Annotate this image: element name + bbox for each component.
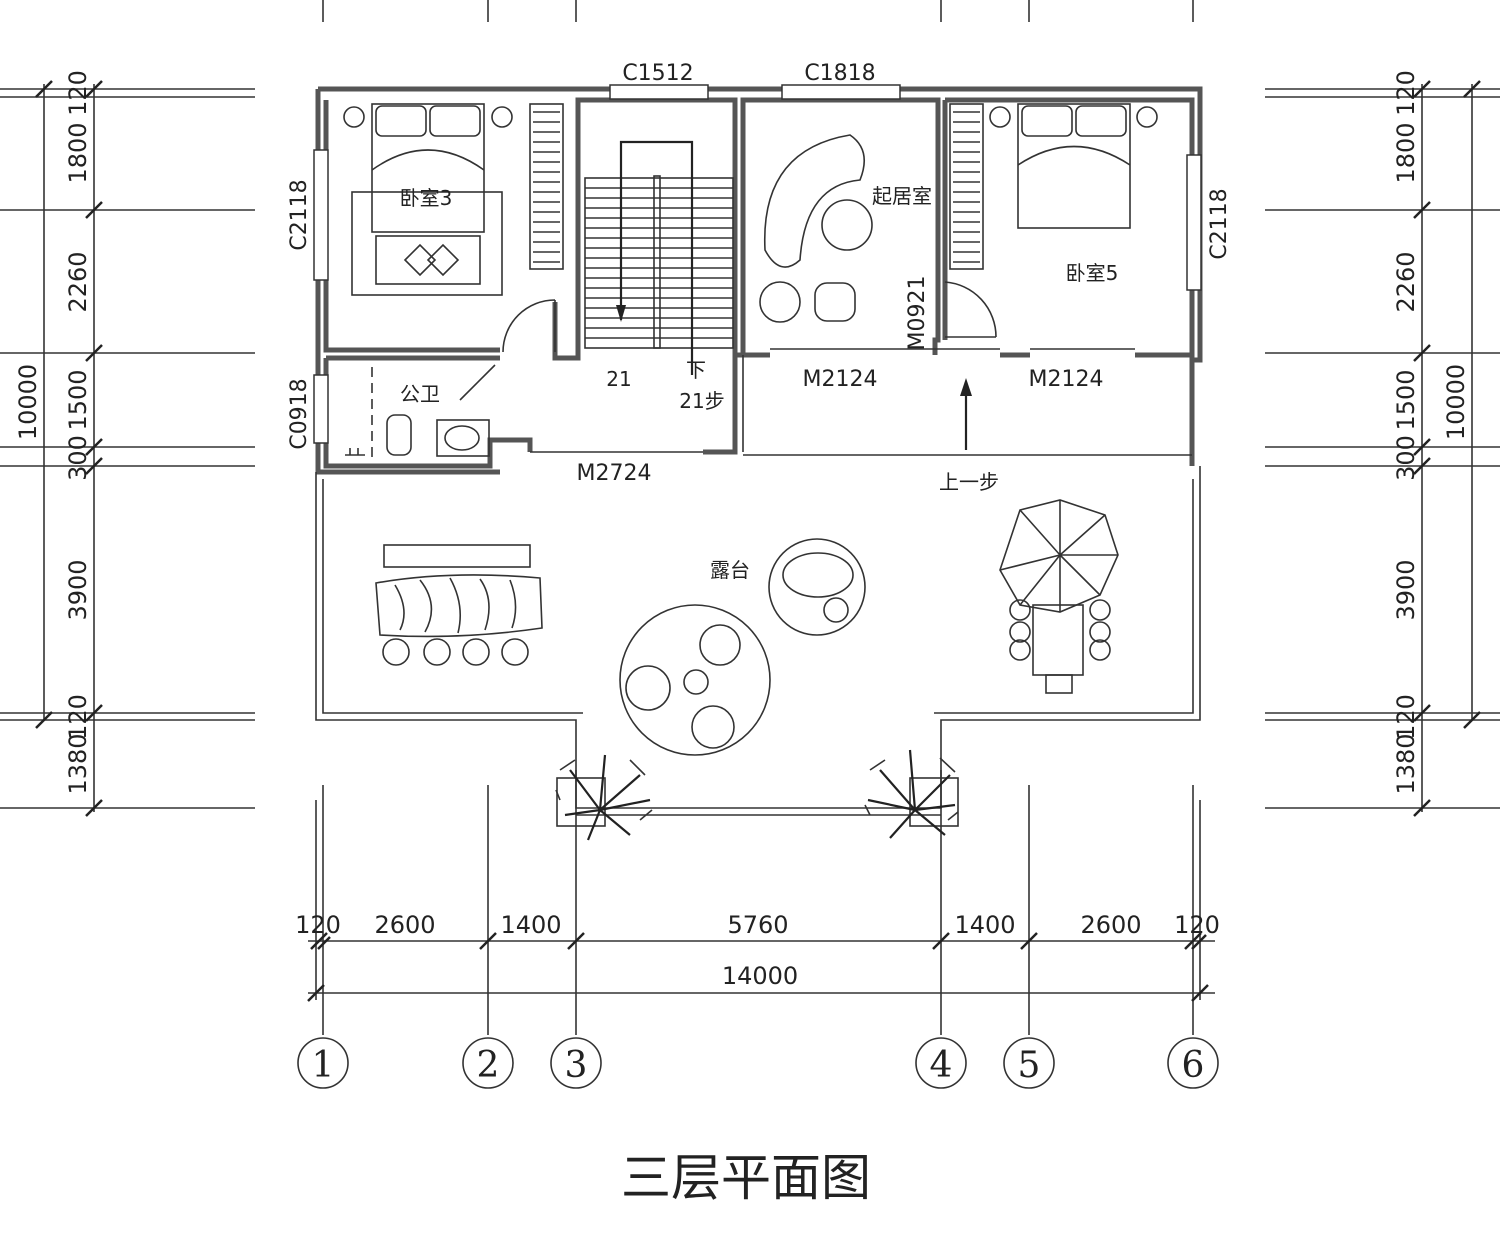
door-label-m2724: M2724 (577, 461, 652, 486)
room-label-bedroom5: 卧室5 (1066, 261, 1119, 285)
bottom-dimensions: 120 2600 1400 5760 1400 2600 120 14000 (295, 911, 1220, 990)
stair-steps-label: 21步 (679, 389, 724, 413)
step-up-label: 上一步 (939, 470, 999, 494)
dim-left-3: 2260 (64, 251, 92, 312)
axis-label-1: 1 (312, 1045, 335, 1086)
axis-label-4: 4 (930, 1045, 953, 1086)
window-label-c1512: C1512 (622, 61, 693, 86)
room-labels: 卧室3 卧室5 起居室 公卫 露台 21 下 21步 上一步 (400, 184, 1119, 582)
room-label-living: 起居室 (872, 184, 932, 208)
window-label-c0918: C0918 (287, 378, 312, 449)
dim-left-1: 120 (64, 70, 92, 116)
walls (313, 84, 1203, 816)
dim-right-2: 1800 (1392, 122, 1420, 183)
right-dimensions: 120 1800 2260 1500 300 3900 120 1380 100… (1392, 70, 1470, 794)
dim-bottom-4: 5760 (727, 911, 788, 939)
living-furniture (759, 134, 873, 323)
dim-right-7: 120 (1392, 694, 1420, 740)
window-label-c2118-left: C2118 (287, 179, 312, 250)
stair-down-label: 下 (686, 358, 706, 382)
dim-left-4: 1500 (64, 369, 92, 430)
dim-right-total: 10000 (1442, 364, 1470, 440)
door-label-m2124-b: M2124 (1029, 367, 1104, 392)
dim-bottom-2: 2600 (374, 911, 435, 939)
window-label-c1818: C1818 (804, 61, 875, 86)
dim-bottom-total: 14000 (722, 962, 798, 990)
dim-right-3: 2260 (1392, 251, 1420, 312)
dim-bottom-3: 1400 (500, 911, 561, 939)
dim-left-8: 1380 (64, 733, 92, 794)
tree-right (864, 749, 959, 839)
dim-left-6: 3900 (64, 559, 92, 620)
bathroom-fixtures (345, 364, 496, 460)
dim-right-8: 1380 (1392, 733, 1420, 794)
dim-left-5: 300 (64, 435, 92, 481)
room-label-bathroom: 公卫 (400, 382, 440, 406)
axis-label-3: 3 (565, 1045, 588, 1086)
tree-left (555, 754, 653, 841)
axis-label-2: 2 (477, 1045, 500, 1086)
dim-bottom-6: 2600 (1080, 911, 1141, 939)
axis-label-6: 6 (1182, 1045, 1205, 1086)
room-label-terrace: 露台 (710, 558, 750, 582)
dim-right-6: 3900 (1392, 559, 1420, 620)
dim-right-4: 1500 (1392, 369, 1420, 430)
terrace-furniture (375, 378, 1119, 756)
bedroom5-furniture (944, 103, 1158, 338)
left-dimensions: 120 1800 2260 1500 300 3900 120 1380 100… (14, 70, 92, 794)
dim-right-1: 120 (1392, 70, 1420, 116)
door-label-m2124-a: M2124 (803, 367, 878, 392)
dim-left-2: 1800 (64, 122, 92, 183)
axis-markers: 1 2 3 4 5 6 (297, 1037, 1219, 1089)
dim-right-5: 300 (1392, 435, 1420, 481)
dim-bottom-7: 120 (1174, 911, 1220, 939)
room-label-bedroom3: 卧室3 (400, 186, 453, 210)
grid-lines (0, 0, 1500, 1035)
stair-count-label: 21 (606, 367, 631, 391)
dim-bottom-1: 120 (295, 911, 341, 939)
dim-left-total: 10000 (14, 364, 42, 440)
bedroom3-furniture (343, 103, 564, 353)
plan-title: 三层平面图 (621, 1149, 871, 1207)
dim-bottom-5: 1400 (954, 911, 1015, 939)
axis-label-5: 5 (1018, 1045, 1041, 1086)
window-label-c2118-right: C2118 (1207, 188, 1232, 259)
stair (584, 140, 734, 375)
dim-left-7: 120 (64, 694, 92, 740)
door-label-m0921: M0921 (905, 276, 930, 351)
opening-labels: C1512 C1818 C2118 C2118 C0918 M0921 M212… (287, 61, 1232, 486)
